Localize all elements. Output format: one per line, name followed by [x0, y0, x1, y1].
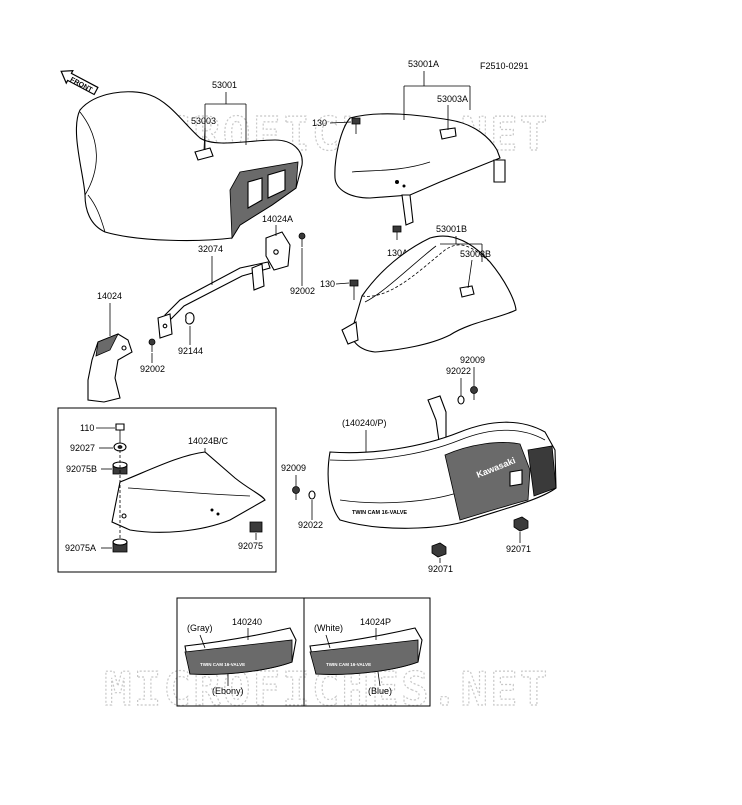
variant-right-cowl: TWIN CAM 16-VALVE — [309, 627, 423, 675]
variant-left-graphic: TWIN CAM 16-VALVE — [200, 662, 245, 667]
nut-92071-b — [513, 516, 529, 532]
grommet-92075A — [112, 538, 128, 553]
label-53003A: 53003A — [437, 94, 468, 104]
label-92022-a: 92022 — [446, 366, 471, 376]
label-53001: 53001 — [212, 80, 237, 90]
seat-53001 — [75, 91, 303, 242]
label-92002-b: 92002 — [140, 364, 165, 374]
clip-92144 — [185, 312, 195, 325]
screw-110 — [115, 423, 125, 440]
label-32074: 32074 — [198, 244, 223, 254]
label-92071-a: 92071 — [428, 564, 453, 574]
screw-92002-b — [148, 338, 156, 352]
washer-92022-a — [457, 395, 465, 405]
screw-92009-a — [470, 386, 478, 400]
label-92075B: 92075B — [66, 464, 97, 474]
label-140240P: (140240/P) — [342, 418, 387, 428]
drawing-code: F2510-0291 — [480, 61, 529, 71]
washer-92022-b — [308, 490, 316, 500]
label-92144: 92144 — [178, 346, 203, 356]
variant-left-top-color: (Gray) — [187, 623, 213, 633]
variant-left-bottom-color: (Ebony) — [212, 686, 244, 696]
grommet-92075 — [249, 521, 263, 533]
label-92071-b: 92071 — [506, 544, 531, 554]
screw-130A — [392, 225, 402, 240]
seat-53001B — [341, 235, 517, 353]
label-14024: 14024 — [97, 291, 122, 301]
label-110: 110 — [80, 423, 94, 433]
variant-right-part: 14024P — [360, 617, 391, 627]
label-130-mid: 130 — [320, 279, 335, 289]
seat-cowl-140240P: Kawasaki TWIN CAM 16-VALVE — [327, 395, 557, 529]
label-14024A: 14024A — [262, 214, 293, 224]
group-box-14024BC — [57, 407, 277, 573]
bracket-53001B — [440, 236, 483, 262]
label-92075A: 92075A — [65, 543, 96, 553]
stay-32074 — [157, 261, 271, 339]
nut-92071-a — [431, 542, 447, 558]
variant-left-part: 140240 — [232, 617, 262, 627]
bracket-14024 — [87, 333, 133, 403]
variant-right-top-color: (White) — [314, 623, 343, 633]
label-92002-a: 92002 — [290, 286, 315, 296]
label-92009-b: 92009 — [281, 463, 306, 473]
label-92075: 92075 — [238, 541, 263, 551]
variant-right-bottom-color: (Blue) — [368, 686, 392, 696]
variant-right-graphic: TWIN CAM 16-VALVE — [326, 662, 371, 667]
label-92022-b: 92022 — [298, 520, 323, 530]
screw-92002-a — [298, 232, 306, 247]
screw-130-mid — [349, 279, 359, 300]
label-130-top: 130 — [312, 118, 327, 128]
screw-92009-b — [292, 486, 300, 500]
cover-14024BC — [111, 451, 266, 533]
label-92027: 92027 — [70, 443, 95, 453]
variant-left-cowl: TWIN CAM 16-VALVE — [184, 627, 297, 675]
screw-130-top — [351, 117, 361, 134]
label-53001A: 53001A — [408, 59, 439, 69]
label-130A: 130A — [387, 248, 408, 258]
cowl-graphic-text: TWIN CAM 16-VALVE — [352, 510, 407, 516]
label-53001B: 53001B — [436, 224, 467, 234]
label-53003B: 53003B — [460, 249, 491, 259]
label-53003: 53003 — [191, 116, 216, 126]
seat-53001A — [334, 113, 506, 226]
bracket-14024A — [265, 231, 291, 271]
bracket-53001A — [403, 71, 471, 120]
label-92009-a: 92009 — [460, 355, 485, 365]
bracket-53001 — [204, 103, 247, 150]
front-arrow-icon: FRONT — [60, 70, 99, 96]
label-14024BC: 14024B/C — [188, 436, 229, 446]
